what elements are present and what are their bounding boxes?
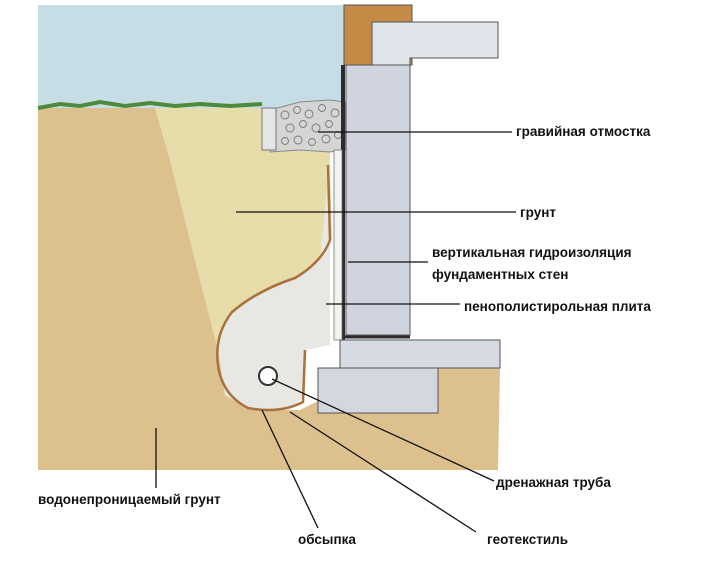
label-waterproofing-line2: фундаментных стен bbox=[432, 267, 569, 282]
leader-geotextile bbox=[289, 411, 477, 533]
label-waterproofing-line1: вертикальная гидроизоляция bbox=[432, 245, 632, 260]
curb-stone bbox=[261, 107, 277, 151]
label-impermeable-soil: водонепроницаемый грунт bbox=[38, 492, 221, 507]
label-soil: грунт bbox=[520, 205, 556, 220]
geotextile-outline bbox=[216, 164, 332, 412]
label-eps-board: пенополистирольная плита bbox=[464, 299, 651, 314]
label-geotextile: геотекстиль bbox=[487, 532, 569, 547]
gravel-backfill-area bbox=[218, 160, 330, 410]
foundation-wall bbox=[345, 64, 411, 336]
sky-area bbox=[38, 5, 344, 108]
drain-pipe bbox=[258, 366, 278, 386]
floor-slab bbox=[371, 21, 499, 66]
footing-upper bbox=[339, 339, 501, 369]
label-backfill: обсыпка bbox=[298, 532, 356, 547]
label-gravel-blind-area: гравийная отмостка bbox=[516, 124, 651, 139]
leader-lines bbox=[155, 131, 516, 533]
eps-board bbox=[333, 149, 343, 341]
gravel-blind-area bbox=[269, 99, 346, 153]
grass-line bbox=[37, 99, 263, 110]
leader-drain bbox=[271, 378, 495, 482]
gravel-stones bbox=[280, 104, 342, 146]
backfill-soil-area bbox=[155, 108, 332, 350]
leader-backfill bbox=[261, 409, 319, 529]
label-drain-pipe: дренажная труба bbox=[496, 475, 611, 490]
footing bbox=[317, 367, 439, 414]
